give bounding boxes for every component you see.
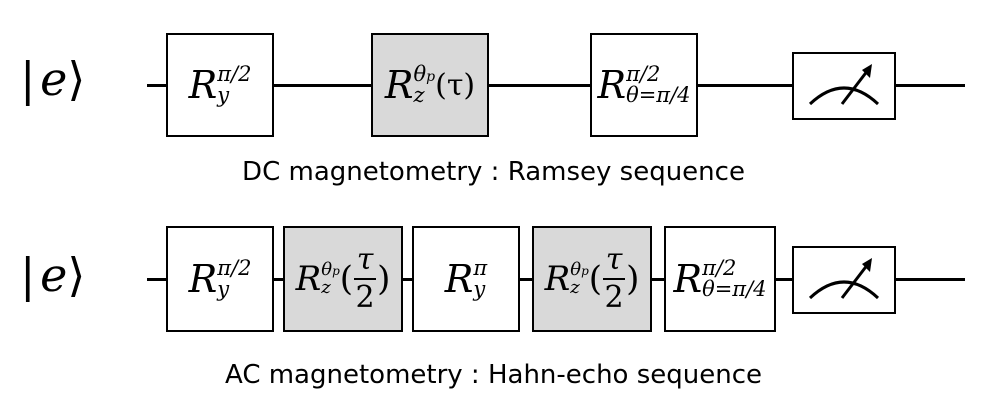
meter-icon <box>808 64 880 106</box>
caption-ramsey: DC magnetometry : Ramsey sequence <box>242 157 745 187</box>
caption-hahn-echo: AC magnetometry : Hahn-echo sequence <box>224 360 763 390</box>
ket-state-row2: | e⟩ <box>20 248 86 302</box>
meter-icon <box>808 258 880 300</box>
measurement-box-row2 <box>792 246 896 314</box>
wire-row1 <box>147 84 965 87</box>
measurement-box-row1 <box>792 52 896 120</box>
ket-state-row1: | e⟩ <box>20 52 86 106</box>
